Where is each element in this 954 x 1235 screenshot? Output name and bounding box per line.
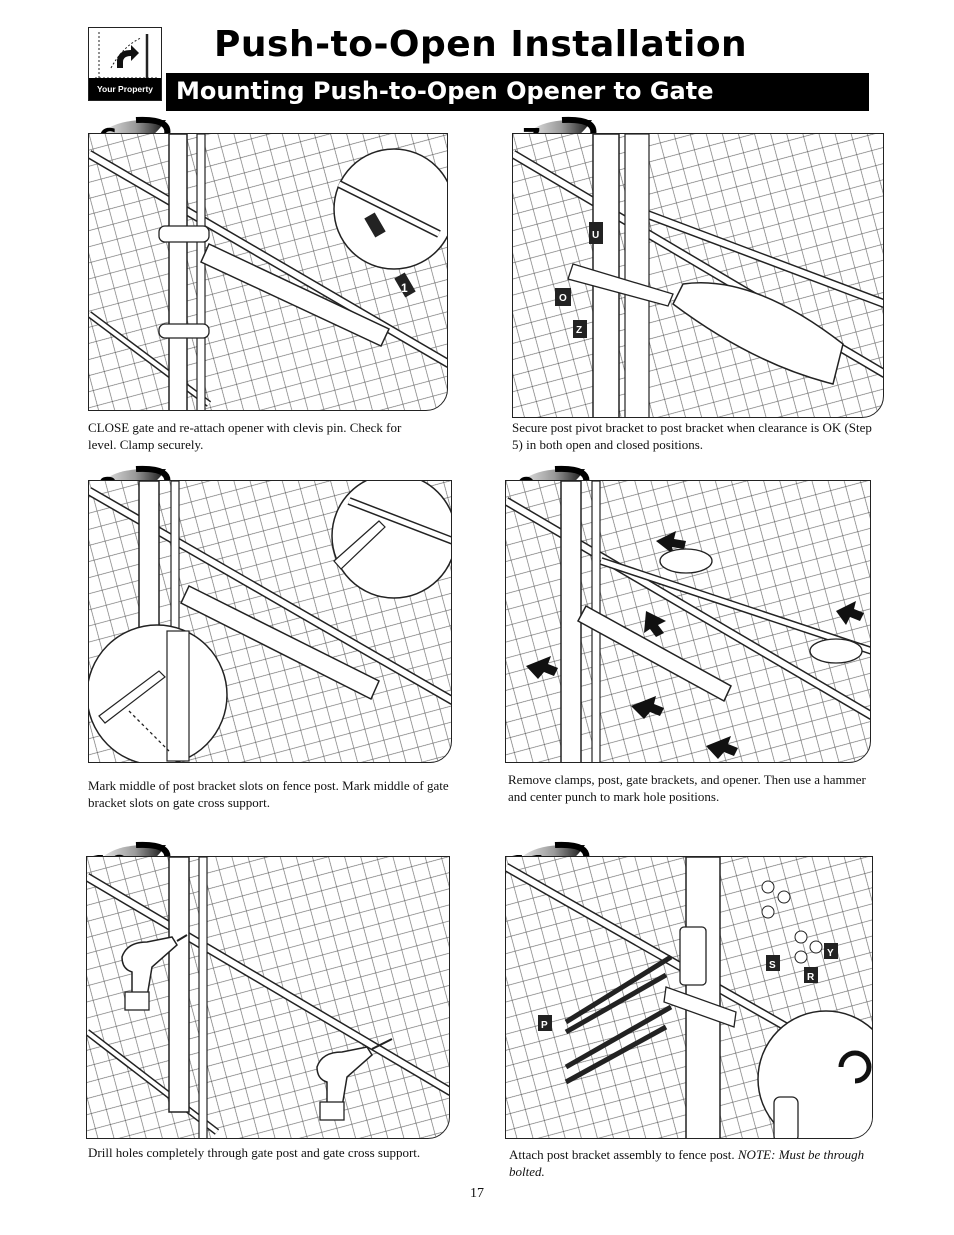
page-title: Push-to-Open Installation [214, 24, 748, 65]
callout-O: O [559, 293, 567, 304]
remove-parts-illustration [506, 481, 870, 762]
bolt-assembly-illustration: P S R Y [506, 857, 872, 1138]
step-illustration: P S R Y [505, 856, 873, 1139]
step-illustration [88, 480, 452, 763]
step-caption: Mark middle of post bracket slots on fen… [88, 778, 449, 810]
step-illustration [86, 856, 450, 1139]
step-caption: CLOSE gate and re-attach opener with cle… [88, 420, 402, 452]
section-title: Mounting Push-to-Open Opener to Gate [176, 77, 714, 105]
gate-logo-icon [95, 32, 157, 79]
gate-opener-illustration: 2 1 [89, 134, 447, 410]
callout-1: 1 [401, 281, 408, 295]
step-caption: Remove clamps, post, gate brackets, and … [508, 772, 866, 804]
callout-Z: Z [576, 325, 582, 336]
callout-P: P [541, 1020, 548, 1031]
step-illustration: 2 1 [88, 133, 448, 411]
drilling-illustration [87, 857, 449, 1138]
step-caption: Secure post pivot bracket to post bracke… [512, 420, 872, 452]
section-title-bar: Mounting Push-to-Open Opener to Gate [166, 73, 869, 111]
callout-2: 2 [386, 226, 393, 240]
callout-R: R [807, 972, 815, 983]
step-illustration [505, 480, 871, 763]
callout-S: S [769, 960, 776, 971]
callout-Y: Y [827, 948, 834, 959]
pivot-bracket-illustration: U O Z [513, 134, 883, 417]
marking-brackets-illustration [89, 481, 451, 762]
step-illustration: U O Z [512, 133, 884, 418]
page-number: 17 [470, 1186, 484, 1201]
step-caption: Drill holes completely through gate post… [88, 1145, 421, 1160]
callout-U: U [592, 230, 599, 241]
step-caption-note: NOTE: Must be through bolted. [509, 1147, 865, 1179]
step-caption: Attach post bracket assembly to fence po… [509, 1146, 869, 1180]
logo: Your Property [88, 27, 162, 101]
logo-caption: Your Property [89, 78, 161, 100]
step-caption-text: Attach post bracket assembly to fence po… [509, 1147, 738, 1162]
